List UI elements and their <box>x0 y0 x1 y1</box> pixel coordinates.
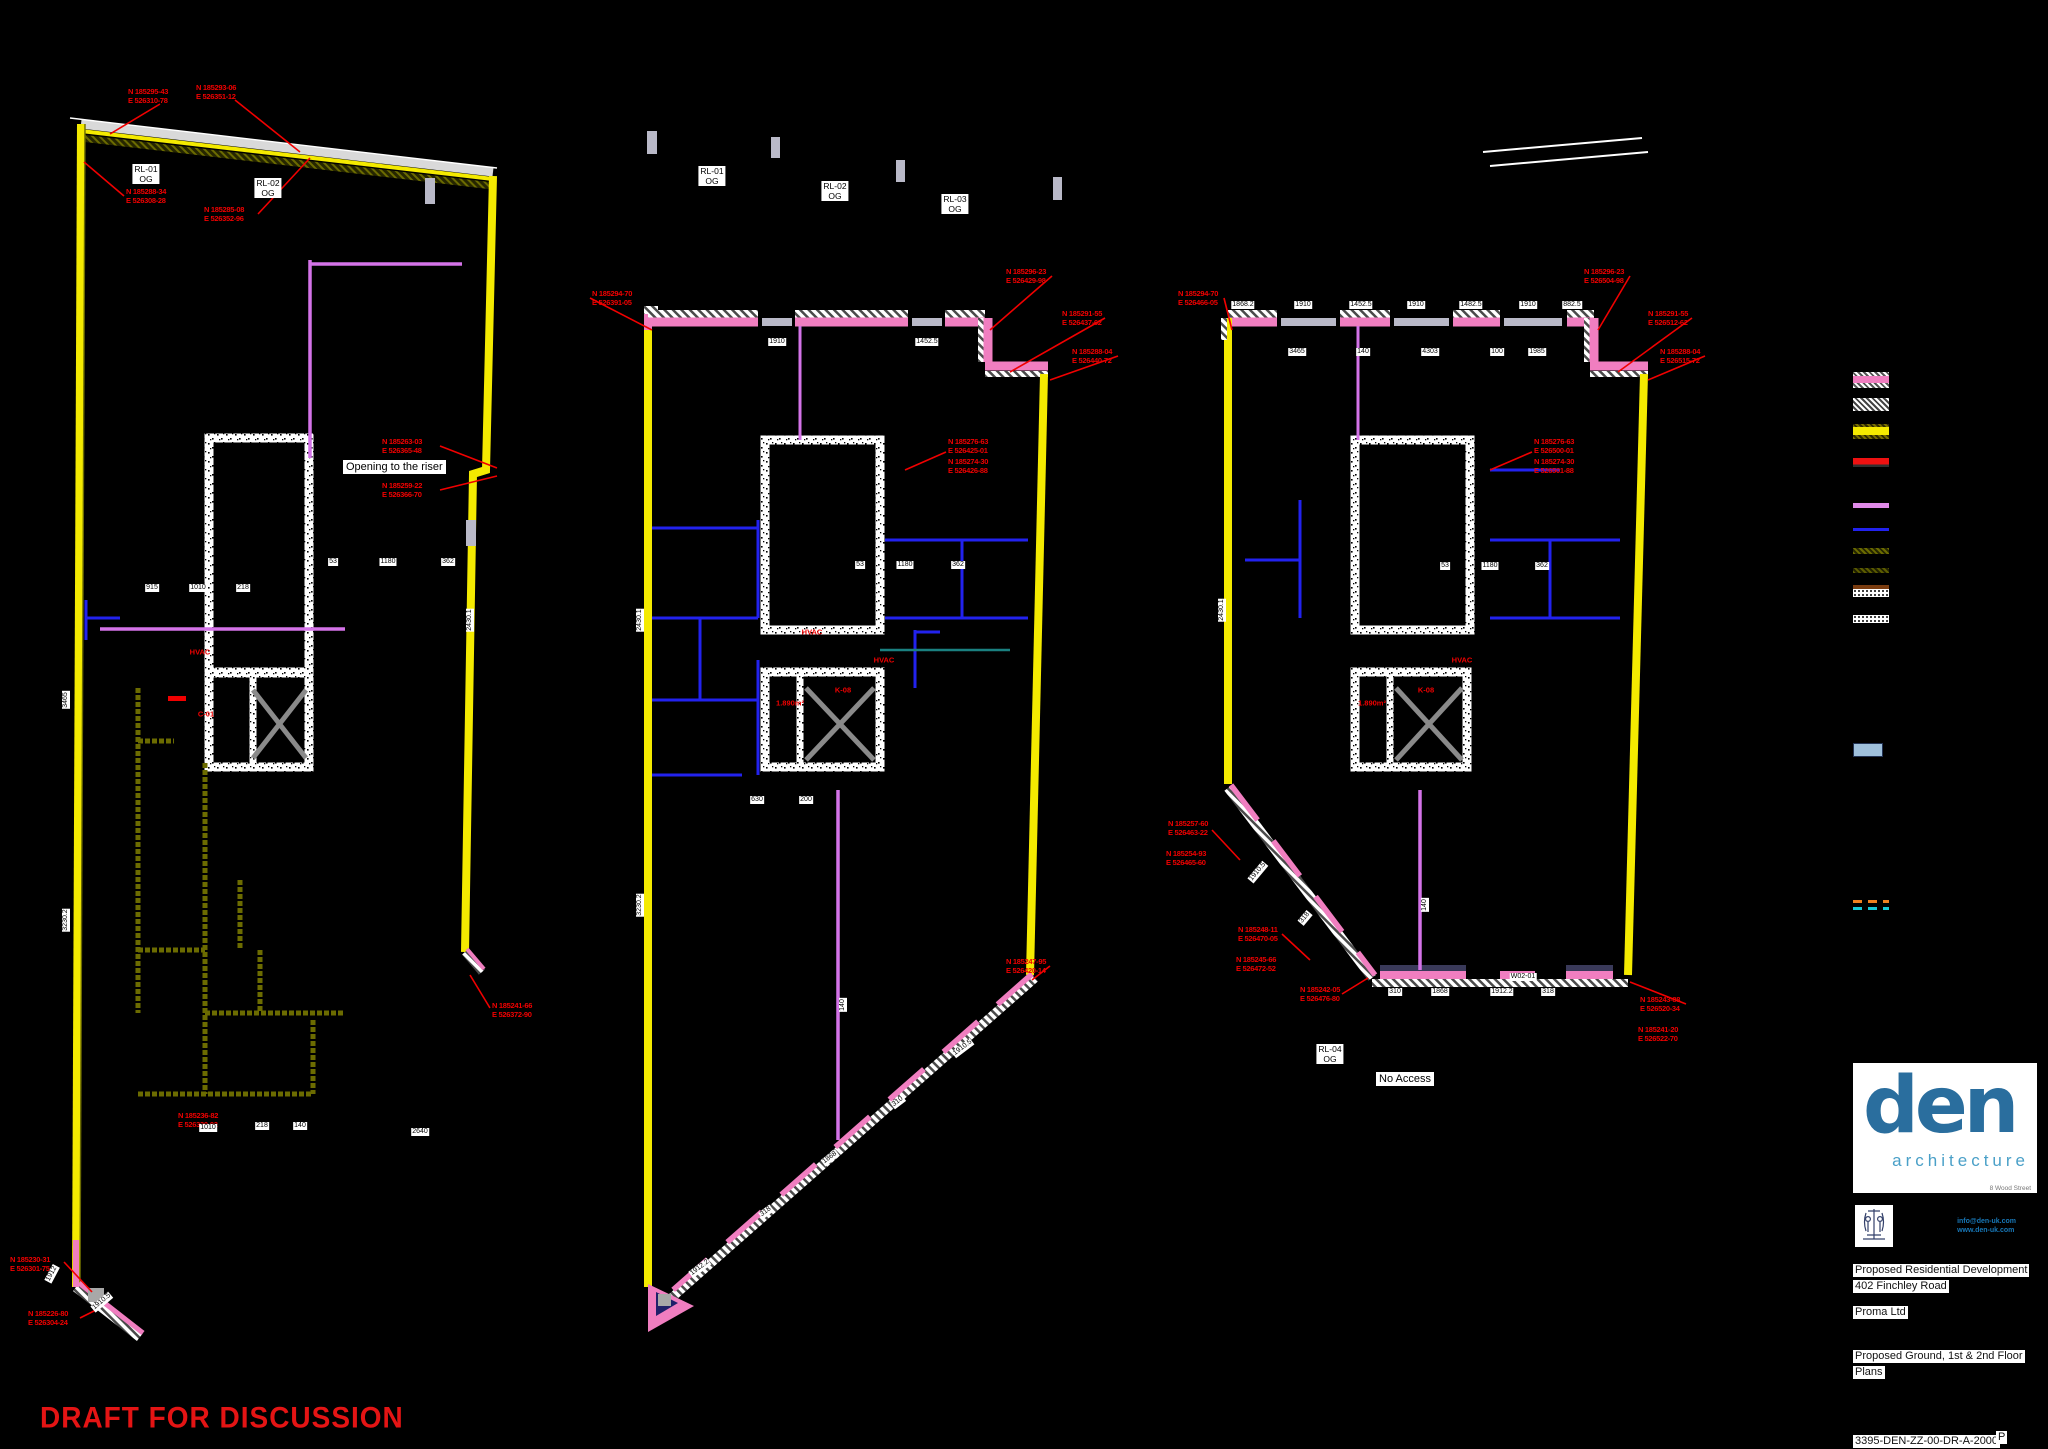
legend-swatch-dashed-services <box>1853 900 1889 910</box>
legend-item-lightblue-area <box>1853 743 1889 757</box>
drawing-title: Proposed Ground, 1st & 2nd Floor Plans <box>1853 1347 2038 1379</box>
legend-swatch-hatched-wall <box>1853 398 1889 411</box>
legend-item-olive-hatch-b <box>1853 568 1889 573</box>
contact-web[interactable]: www.den-uk.com <box>1957 1227 2015 1234</box>
legend-swatch-yellow-boundary-wall <box>1853 424 1889 439</box>
plan-first-floor <box>644 306 1048 1332</box>
drawing-number: 3395-DEN-ZZ-00-DR-A-2000 <box>1853 1435 2001 1448</box>
legend-item-brown-over-existing <box>1853 585 1889 597</box>
project-line-1: Proposed Residential Development <box>1853 1264 2030 1277</box>
legend-item-blue-partition <box>1853 528 1889 531</box>
legend-item-violet-line <box>1853 503 1889 508</box>
legend-swatch-new-pink-wall <box>1853 372 1889 388</box>
client-name: Proma Ltd <box>1853 1302 2038 1320</box>
legend-item-existing-wall <box>1853 615 1889 623</box>
legend-swatch-blue-partition <box>1853 528 1889 531</box>
plan-second-floor <box>1221 310 1648 987</box>
legend-item-new-pink-wall <box>1853 372 1889 388</box>
client-label: Proma Ltd <box>1853 1306 1908 1319</box>
legend-swatch-red-line <box>1853 458 1889 467</box>
legend-item-red-line <box>1853 458 1889 467</box>
riba-crest-emblem <box>1855 1205 1893 1247</box>
legend-item-dashed-services <box>1853 900 1889 910</box>
project-name: Proposed Residential Development 402 Fin… <box>1853 1261 2038 1293</box>
legend-swatch-brown-over-existing <box>1853 585 1889 597</box>
logo-subtext: architecture <box>1892 1151 2029 1170</box>
legend-swatch-existing-wall <box>1853 615 1889 623</box>
drawing-number-row: 3395-DEN-ZZ-00-DR-A-2000 P <box>1853 1431 2048 1449</box>
legend-item-yellow-boundary-wall <box>1853 424 1889 439</box>
title-block: den architecture 8 Wood Street <box>1853 1063 2038 1449</box>
logo-text: den <box>1863 1061 2019 1151</box>
legend-item-olive-hatch-a <box>1853 548 1889 554</box>
legend <box>1853 372 1973 932</box>
north-reference-lines <box>1482 137 1649 167</box>
rooflight-symbols <box>647 131 1062 200</box>
callout-leader-lines <box>63 99 1706 1319</box>
draft-stamp: DRAFT FOR DISCUSSION <box>40 1401 404 1434</box>
legend-swatch-violet-line <box>1853 503 1889 508</box>
drawing-title-line-1: Proposed Ground, 1st & 2nd Floor <box>1853 1350 2025 1363</box>
legend-item-hatched-wall <box>1853 398 1889 411</box>
project-line-2: 402 Finchley Road <box>1853 1280 1949 1293</box>
practice-address: 8 Wood Street <box>1989 1185 2031 1192</box>
plan-ground-floor <box>69 117 498 1341</box>
contact-email[interactable]: info@den-uk.com <box>1957 1218 2016 1225</box>
legend-swatch-olive-hatch-a <box>1853 548 1889 554</box>
drawing-title-line-2: Plans <box>1853 1366 1885 1379</box>
legend-swatch-lightblue-area <box>1853 743 1883 757</box>
legend-swatch-olive-hatch-b <box>1853 568 1889 573</box>
den-architecture-logo: den architecture 8 Wood Street <box>1853 1063 2037 1193</box>
contact-details: info@den-uk.com www.den-uk.com <box>1957 1217 2016 1235</box>
revision-label: P <box>1996 1431 2008 1444</box>
